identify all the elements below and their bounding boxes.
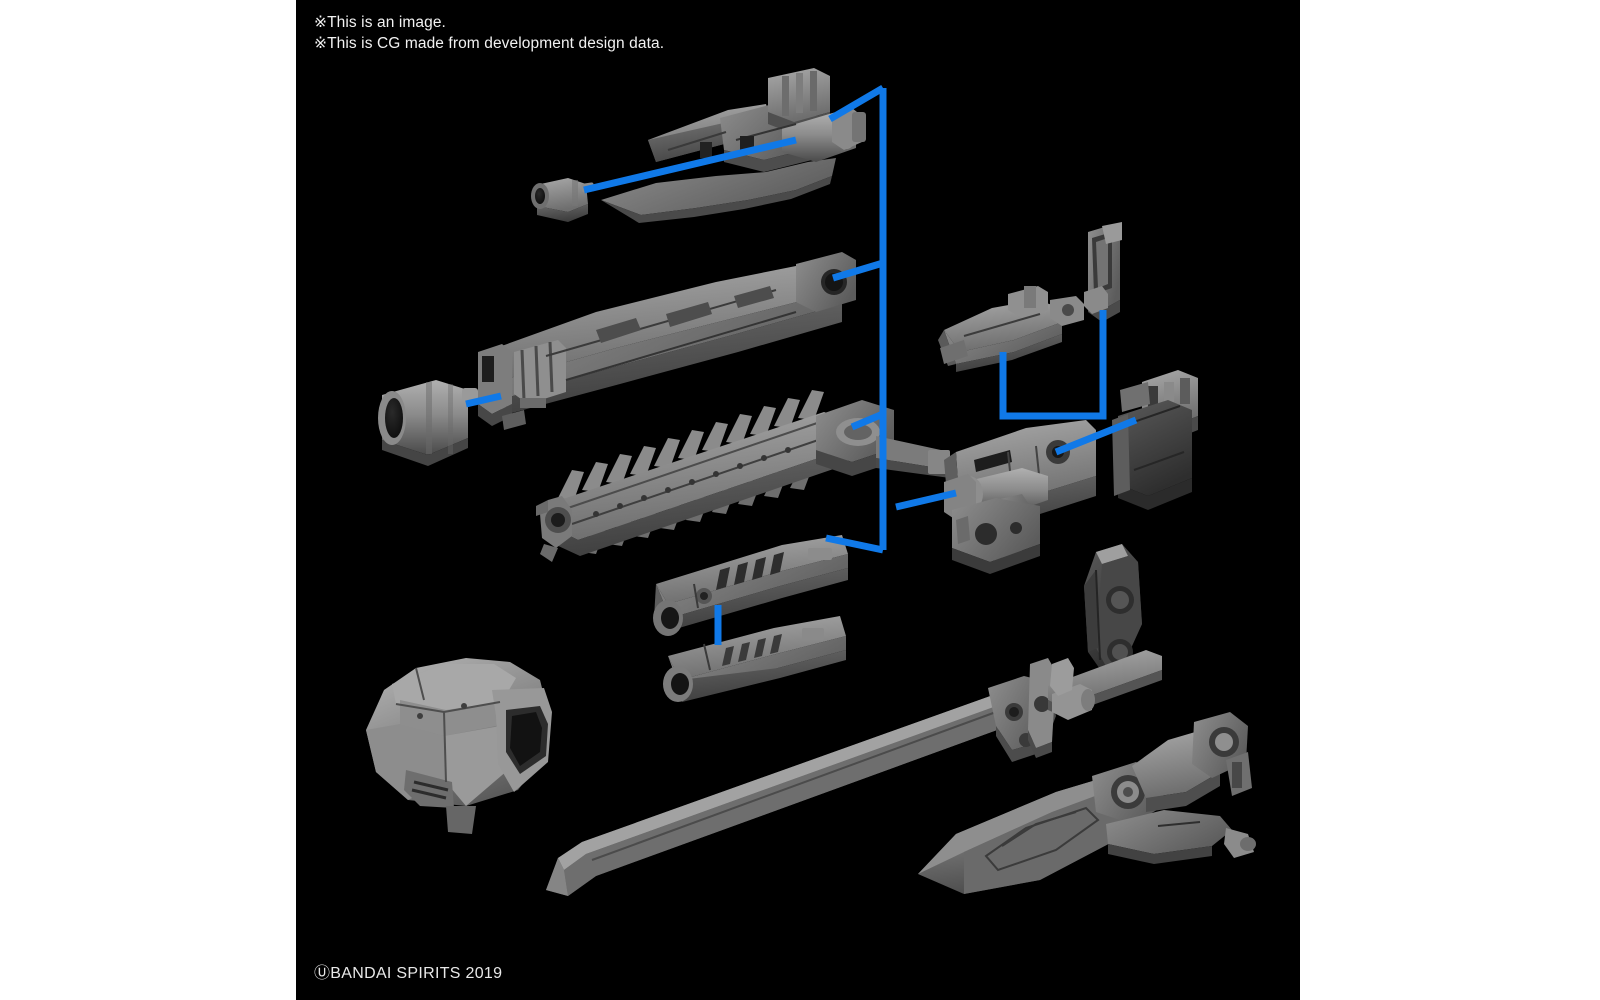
part-magazine-block [1112, 370, 1198, 510]
part-chainsaw [536, 390, 950, 562]
copyright-text: ⓊBANDAI SPIRITS 2019 [314, 965, 503, 982]
part-grip-rail [938, 286, 1084, 372]
part-shotgun-assembly [601, 68, 866, 223]
notice-line-1: ※This is an image. [314, 14, 446, 31]
part-hex-plate [1084, 544, 1142, 672]
notice-line-2: ※This is CG made from development design… [314, 35, 665, 52]
part-axe-blade [918, 712, 1256, 894]
part-smg-lower [663, 616, 846, 702]
weapon-parts-render [366, 68, 1256, 896]
part-pistol-body [944, 420, 1096, 574]
part-great-sword [546, 650, 1162, 896]
part-smg-upper [653, 535, 848, 636]
part-long-rifle [478, 252, 856, 430]
image-notice: ※This is an image. ※This is CG made from… [314, 12, 664, 54]
product-render-panel: ※This is an image. ※This is CG made from… [296, 0, 1300, 1000]
part-muzzle-cap-small [531, 178, 595, 222]
part-vertical-clip [1084, 222, 1122, 322]
part-muzzle-cap-large [378, 380, 478, 466]
part-head-armor [366, 658, 552, 834]
